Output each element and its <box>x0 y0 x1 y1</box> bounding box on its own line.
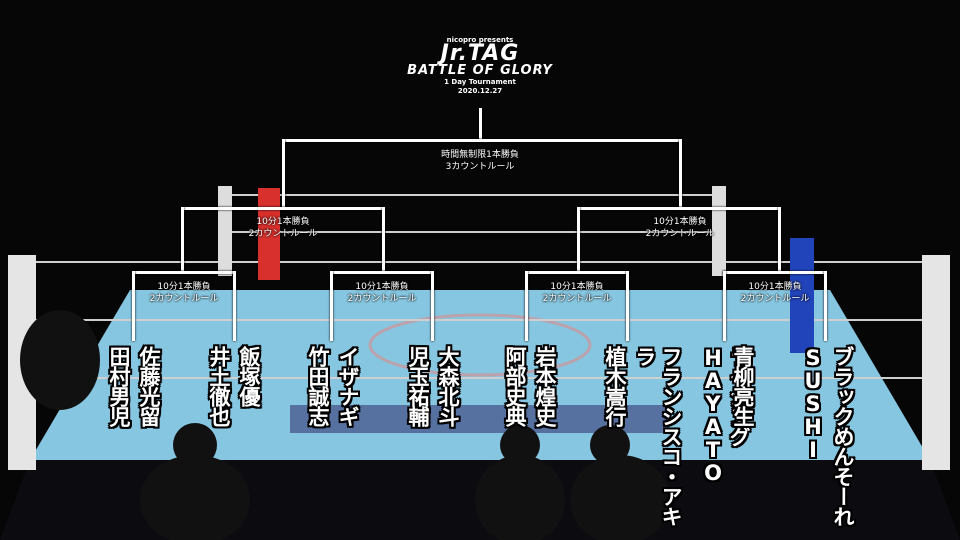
bracket-line <box>330 271 434 274</box>
wrestler-name: ブラックめんそーれ <box>831 346 855 526</box>
bracket-line <box>181 207 385 210</box>
ring-ropes <box>20 194 940 379</box>
wrestler-name: 佐藤光留 <box>137 346 161 426</box>
bracket-line <box>479 108 482 141</box>
ring-post <box>922 255 950 470</box>
wrestler-name: フランシスコ・アキラ <box>633 346 683 526</box>
event-date: 2020.12.27 <box>457 87 503 95</box>
logo-subtitle: BATTLE OF GLORY <box>407 63 553 78</box>
bracket-line <box>233 271 236 341</box>
logo-tagline: 1 Day Tournament <box>444 78 516 86</box>
wrestler-name: SUSHI <box>801 346 825 461</box>
bracket-line <box>282 139 285 209</box>
wrestler-name: 田村男児 <box>107 346 131 426</box>
wrestler-name: 竹田誠志 <box>306 346 330 426</box>
wrestler-name: 岩本煌史 <box>533 346 557 426</box>
wrestler-name: 児玉祐輔 <box>406 346 430 426</box>
bracket-line <box>679 139 682 209</box>
bracket-line <box>330 271 333 341</box>
bracket-line <box>778 207 781 273</box>
bracket-line <box>577 207 580 273</box>
tournament-logo: nicopro presents Jr.TAG BATTLE OF GLORY … <box>400 36 560 96</box>
wrestler-name: 大森北斗 <box>436 346 460 426</box>
bracket-line <box>525 271 629 274</box>
audience-silhouettes <box>20 310 670 540</box>
blue-corner-pad <box>790 238 814 353</box>
logo-title: Jr.TAG <box>440 41 520 66</box>
wrestler-name: 植木嵩行 <box>603 346 627 426</box>
bracket-line <box>824 271 827 341</box>
wrestler-name: イザナギ <box>336 346 360 426</box>
bracket-line <box>282 139 682 142</box>
red-corner-pad <box>258 188 280 280</box>
bracket-line <box>431 271 434 341</box>
wrestler-name: 飯塚優 <box>237 346 261 406</box>
bracket-line <box>181 207 184 273</box>
bracket-line <box>525 271 528 341</box>
wrestler-name: 青柳亮生 <box>731 346 755 426</box>
wrestler-name: ライジングHAYATO <box>701 346 751 484</box>
bracket-line <box>132 271 236 274</box>
bracket-line <box>723 271 726 341</box>
bracket-line <box>577 207 781 210</box>
bracket-line <box>382 207 385 273</box>
logo-presenter: nicopro presents <box>446 36 514 44</box>
wrestler-name: 井土徹也 <box>207 346 231 426</box>
wrestler-name: 阿部史典 <box>503 346 527 426</box>
bracket-line <box>132 271 135 341</box>
bracket-line <box>626 271 629 341</box>
bracket-line <box>723 271 827 274</box>
